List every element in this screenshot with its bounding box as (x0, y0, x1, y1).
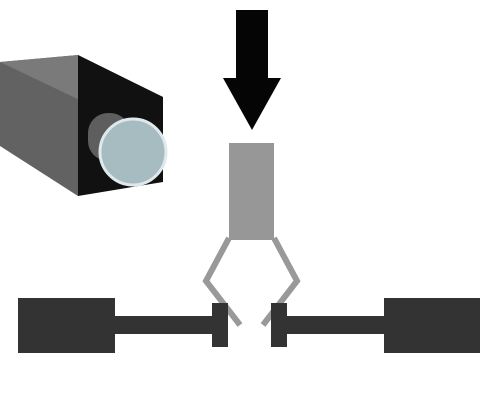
left-actuator-rod (115, 316, 212, 334)
gripper-body (229, 143, 274, 240)
camera-lens-glass (98, 117, 168, 187)
gripper-finger-left (202, 236, 243, 327)
camera-body-side (0, 55, 78, 196)
right-actuator (271, 298, 480, 353)
right-actuator-body (384, 298, 480, 353)
left-actuator-jaw (212, 303, 228, 347)
right-actuator-jaw (271, 303, 287, 347)
gripper-icon (202, 143, 301, 327)
left-actuator-body (18, 298, 115, 353)
arrow-down-icon (223, 10, 281, 130)
camera-icon (0, 55, 168, 196)
left-actuator (18, 298, 228, 353)
right-actuator-rod (287, 316, 384, 334)
